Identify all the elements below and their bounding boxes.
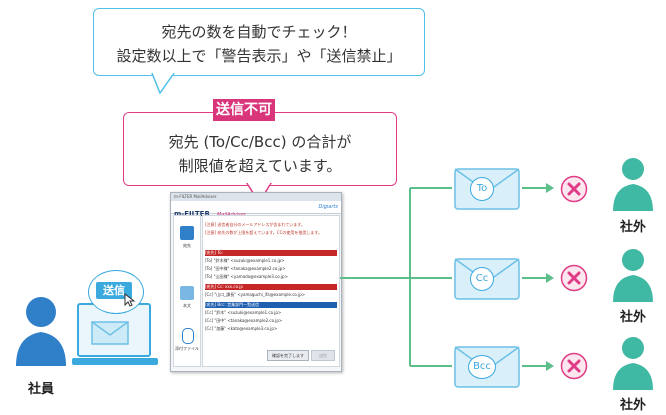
warning-row: [注意] 宛先の数が上限を超えています。CCの使用を推奨します。 — [205, 230, 322, 235]
blocked-x-icon — [560, 264, 588, 292]
cursor-icon — [124, 293, 136, 307]
top-callout-tail — [151, 73, 175, 95]
blocked-x-icon — [560, 175, 588, 203]
cc-label: Cc — [470, 267, 494, 291]
section-header-to: [宛先] To: — [205, 250, 337, 256]
body-icon[interactable] — [180, 286, 194, 300]
window-send-button[interactable]: 送信 — [311, 350, 335, 361]
recipient-row[interactable]: [To] "田中様" <tanaka@example2.co.jp> — [205, 266, 286, 271]
external-label: 社外 — [619, 310, 646, 325]
sidebar-item-body[interactable]: 本文 — [183, 303, 191, 308]
recipient-row[interactable]: [To] "鈴木様" <suzuki@example1.co.jp> — [205, 258, 285, 263]
employee-label: 社員 — [27, 382, 54, 397]
recipient-row[interactable]: [Cc] "田中" <tanaka@example2.co.jp> — [205, 318, 283, 323]
employee-person-icon — [16, 297, 66, 366]
bcc-label: Bcc — [468, 355, 496, 379]
external-person-icon — [613, 337, 653, 390]
warning-row: [注意] 送信者自分のメールアドレスが含まれています。 — [205, 222, 305, 227]
blocked-x-icon — [560, 352, 588, 380]
confirm-button[interactable]: 確認を完了します — [267, 350, 309, 361]
recipient-row[interactable]: [Cc] "鈴木" <suzuki@example1.co.jp> — [205, 310, 282, 315]
mid-callout-line1: 宛先 (To/Cc/Bcc) の合計が — [168, 133, 352, 151]
to-label: To — [470, 177, 494, 201]
sidebar-item-attachment[interactable]: 添付ファイル — [175, 346, 199, 351]
window-sidebar: 宛先 本文 添付ファイル — [173, 215, 201, 367]
recipient-icon[interactable] — [180, 226, 194, 240]
top-callout: 宛先の数を自動でチェック！ 設定数以上で「警告表示」や「送信禁止」 — [93, 8, 425, 76]
recipient-row[interactable]: [To] "山田様" <yamada@example3.co.jp> — [205, 274, 288, 279]
section-header-bcc: [宛先] Bcc: 営業部門一覧送信 — [205, 302, 337, 308]
brand-logo: m-FILTER — [174, 210, 210, 218]
laptop-icon — [72, 303, 158, 365]
section-header-cc: [宛先] Cc: xxx.co.jp — [205, 284, 337, 290]
sidebar-item-recipient[interactable]: 宛先 — [183, 243, 191, 248]
recipient-row[interactable]: [Cc] "加藤" <kato@example3.co.jp> — [205, 326, 278, 331]
recipient-row[interactable]: [Cc] "山口_課長" <yamaguchi_ifa@example.co.j… — [205, 292, 306, 297]
top-callout-line1: 宛先の数を自動でチェック！ — [161, 23, 357, 41]
external-person-icon — [613, 249, 653, 302]
external-label: 社外 — [619, 220, 646, 235]
window-main: [注意] 送信者自分のメールアドレスが含まれています。 [注意] 宛先の数が上限… — [202, 215, 340, 367]
vendor-logo: Digiarts — [318, 204, 339, 210]
external-person-icon — [613, 158, 653, 211]
mailadviser-window: m-FILTER MailAdviser m-FILTER MailAdvise… — [170, 192, 342, 372]
external-label: 社外 — [619, 398, 646, 413]
mid-callout-line2: 制限値を超えています。 — [178, 157, 342, 175]
window-titlebar: m-FILTER MailAdviser — [171, 193, 341, 201]
top-callout-line2: 設定数以上で「警告表示」や「送信禁止」 — [116, 47, 402, 65]
send-button[interactable]: 送信 — [96, 282, 132, 299]
send-blocked-badge: 送信不可 — [213, 99, 275, 121]
attachment-icon[interactable] — [182, 328, 194, 344]
